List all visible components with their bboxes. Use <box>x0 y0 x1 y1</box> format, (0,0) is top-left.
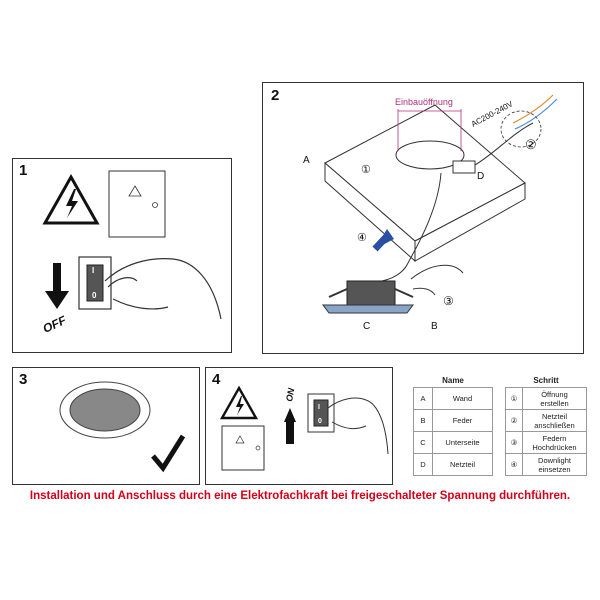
voltage-label: AC200-240V <box>470 99 515 129</box>
panel-3-illustration <box>59 381 186 473</box>
panel-number: 4 <box>212 371 221 388</box>
part-key: B <box>413 409 433 432</box>
switch-on-mark: I <box>92 266 94 275</box>
step-text-line2: erstellen <box>540 398 569 408</box>
wall-switch-icon <box>307 393 335 433</box>
opening-label: Einbauöffnung <box>395 97 453 107</box>
label-b: B <box>431 321 438 332</box>
steps-header: Schritt <box>533 375 559 385</box>
part-key: A <box>413 387 433 410</box>
step-text-line1: Federn <box>542 433 567 443</box>
label-c: C <box>363 321 370 332</box>
table-row: B Feder <box>413 409 493 432</box>
panel-2-illustration: Einbauöffnung AC200-240V ② ① D A ④ ③ C B <box>303 94 558 332</box>
label-d: D <box>477 171 484 182</box>
parts-legend-table: Name A Wand B Feder C Unterseite D Netzt… <box>413 373 493 476</box>
step-key: ③ <box>505 431 523 454</box>
insert-arrow-icon <box>372 229 394 252</box>
table-row: C Unterseite <box>413 431 493 454</box>
safety-warning-caption: Installation und Anschluss durch eine El… <box>29 490 571 502</box>
downlight-lens <box>69 388 141 432</box>
up-arrow-icon <box>284 408 296 444</box>
part-key: D <box>413 453 433 476</box>
table-row: D Netzteil <box>413 453 493 476</box>
step-text-line2: Hochdrücken <box>532 442 577 452</box>
panel-number: 2 <box>271 87 280 104</box>
panel-number: 1 <box>19 162 28 179</box>
hand-illustration <box>104 258 222 320</box>
parts-header: Name <box>442 375 464 385</box>
step-4-marker: ④ <box>357 232 367 244</box>
switch-off-mark: 0 <box>318 418 322 425</box>
hand-illustration <box>327 397 389 455</box>
step-text-line2: einsetzen <box>538 464 571 474</box>
part-name: Wand <box>432 387 493 410</box>
table-row: A Wand <box>413 387 493 410</box>
panel-number: 3 <box>19 371 28 388</box>
fuse-box-icon <box>221 425 265 471</box>
panel-step-2: 2 Einbauöffnung AC200-240V ② ① D A <box>262 82 584 354</box>
high-voltage-warning-icon <box>219 385 259 420</box>
wall-switch-icon <box>78 256 112 310</box>
on-label: ON <box>284 387 296 403</box>
step-key: ② <box>505 409 523 432</box>
panel-4-illustration: ON I 0 <box>219 385 389 471</box>
fuse-box-icon <box>108 170 166 238</box>
panel-step-3: 3 <box>12 367 200 485</box>
downlight-fixture <box>322 280 414 314</box>
step-1-marker: ① <box>361 164 371 176</box>
high-voltage-warning-icon <box>42 173 100 225</box>
switch-on-mark: I <box>318 404 320 411</box>
panel-1-illustration: I 0 OFF <box>41 170 222 336</box>
part-name: Unterseite <box>432 431 493 454</box>
step-2-marker: ② <box>525 137 537 152</box>
panel-step-4: 4 ON I 0 <box>205 367 393 485</box>
part-name: Feder <box>432 409 493 432</box>
part-name: Netzteil <box>432 453 493 476</box>
step-key: ① <box>505 387 523 410</box>
checkmark-icon <box>151 434 186 473</box>
hand-illustration <box>410 264 464 296</box>
step-text-line2: anschließen <box>534 420 575 430</box>
part-key: C <box>413 431 433 454</box>
step-key: ④ <box>505 453 523 476</box>
step-text-line1: Downlight <box>538 455 571 465</box>
power-supply-box <box>452 160 476 174</box>
ceiling-slab <box>324 104 526 263</box>
step-text-line1: Netzteil <box>541 411 567 421</box>
step-text-line1: Öffnung <box>541 389 568 399</box>
label-a: A <box>303 155 310 166</box>
panel-step-1: 1 I 0 OFF <box>12 158 232 353</box>
switch-off-mark: 0 <box>92 291 97 300</box>
off-label: OFF <box>41 313 69 336</box>
step-3-marker: ③ <box>443 294 454 308</box>
ceiling-opening <box>395 140 465 170</box>
down-arrow-icon <box>45 263 69 309</box>
